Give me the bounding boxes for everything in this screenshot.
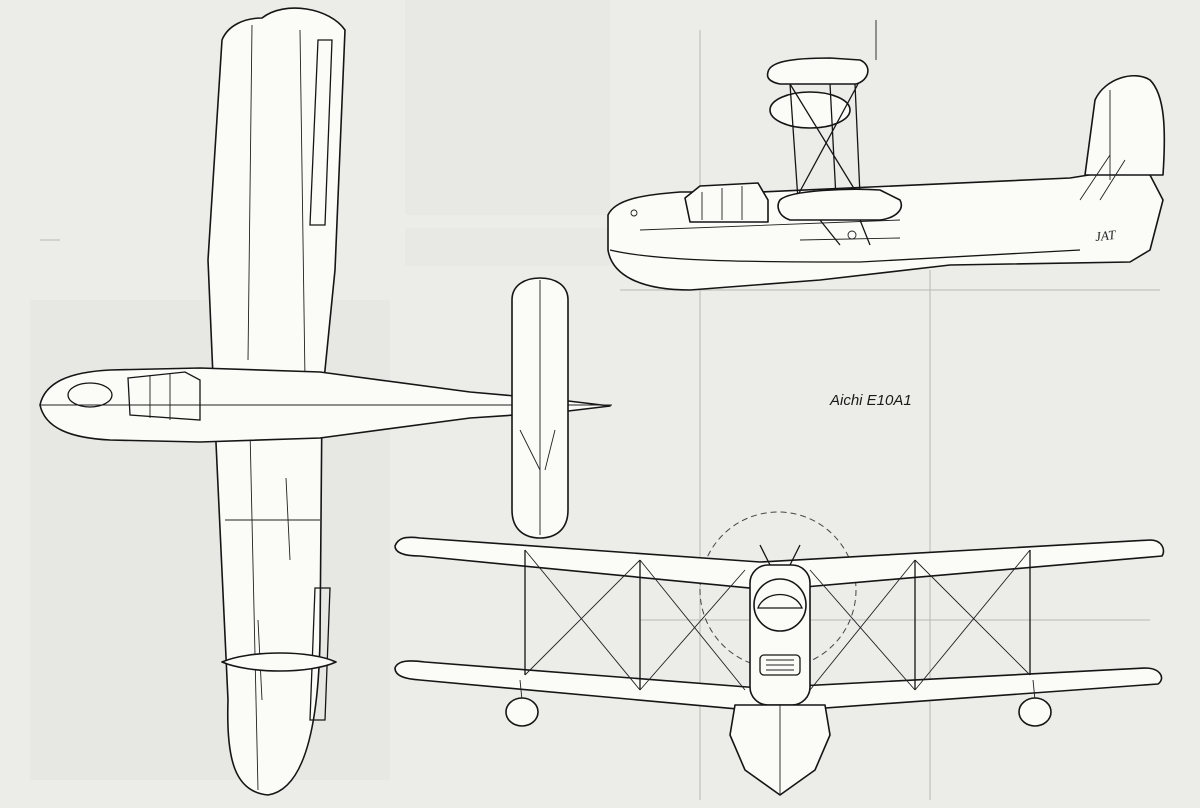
front-float-left xyxy=(505,697,539,727)
front-float-left-strut xyxy=(519,679,523,701)
side-hull xyxy=(607,169,1164,291)
side-view xyxy=(607,20,1166,291)
plan-cockpit-frame xyxy=(149,373,171,420)
plan-tail-struts xyxy=(519,429,556,471)
front-radiator xyxy=(759,654,801,676)
ghost-text-block-top xyxy=(405,0,610,266)
plan-wing-flap-bottom xyxy=(309,587,331,721)
front-view xyxy=(394,511,1165,796)
ghost-guide-lines-right xyxy=(620,30,1160,800)
plan-wing-edge-lower xyxy=(249,429,259,791)
side-interplane-struts xyxy=(789,83,861,201)
side-lower-wing xyxy=(777,188,902,221)
plan-cockpit xyxy=(127,371,201,421)
side-porthole xyxy=(847,230,857,240)
front-interplane-struts xyxy=(524,550,1031,690)
front-float-right-strut xyxy=(1032,679,1036,701)
side-engine xyxy=(769,91,851,129)
front-cowling xyxy=(753,578,807,632)
plan-engine-cowl xyxy=(67,382,113,408)
figure-caption: Aichi E10A1 xyxy=(830,392,912,409)
artist-signature: JAT xyxy=(1094,226,1117,245)
front-float-right xyxy=(1018,697,1052,727)
side-upper-wing xyxy=(766,57,869,85)
front-upper-wing xyxy=(394,536,1165,591)
side-float-strut xyxy=(819,219,871,246)
side-cockpit-windows xyxy=(701,186,743,220)
side-hull-step xyxy=(639,219,901,241)
side-fin xyxy=(1084,75,1166,176)
plan-wing-flap-top xyxy=(309,39,333,226)
front-cowling-inner xyxy=(757,594,803,609)
side-hull-chine xyxy=(609,249,1081,263)
plan-wing-spar xyxy=(299,29,306,381)
side-tail-struts xyxy=(1079,154,1126,201)
front-cabane-struts xyxy=(759,544,801,566)
side-bow-porthole xyxy=(630,209,638,217)
plan-wing-edge xyxy=(247,24,253,361)
front-radiator-slats xyxy=(766,659,794,671)
plan-float xyxy=(221,652,337,672)
plan-view xyxy=(39,7,612,796)
side-cockpit xyxy=(684,182,769,223)
front-bracing-wires xyxy=(524,549,1031,691)
